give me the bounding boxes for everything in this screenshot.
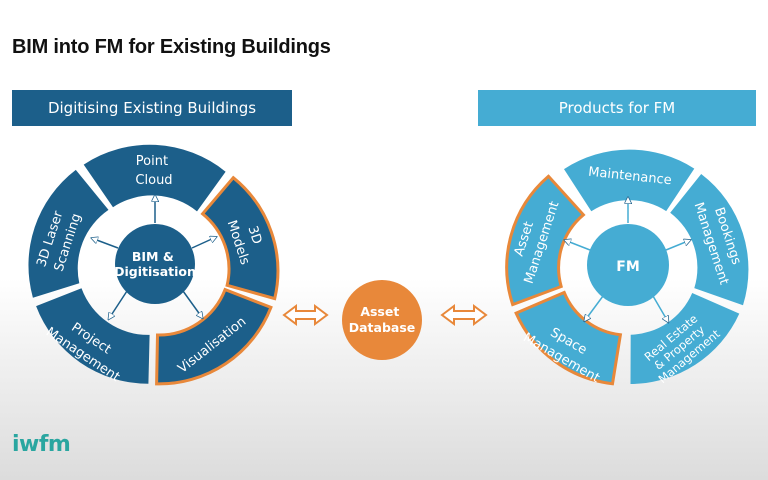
- right-hub: [587, 224, 669, 306]
- left-double-arrow: [282, 304, 329, 326]
- segment-space: [514, 290, 623, 386]
- center-connector: Asset Database: [282, 280, 488, 360]
- point-cloud-label: Point Cloud: [135, 154, 172, 188]
- left-hub-arrows: [94, 198, 214, 317]
- right-hub-arrows: [567, 200, 688, 320]
- iwfm-logo: iwfm: [12, 432, 71, 457]
- segment-project-management: [36, 288, 150, 384]
- asset-database-node: [342, 280, 422, 360]
- left-wheel: BIM & Digitisation Point Cloud 3D Models…: [28, 144, 280, 386]
- right-wheel: FM Maintenance Bookings Management Real …: [505, 149, 749, 386]
- slide-title: BIM into FM for Existing Buildings: [12, 36, 331, 58]
- segment-visualisation: [155, 287, 273, 386]
- segment-asset: [505, 174, 586, 307]
- segment-laser-scanning: [28, 169, 109, 298]
- right-hub-label: FM: [616, 259, 640, 275]
- left-hub: [115, 224, 195, 304]
- segment-point-cloud: [83, 144, 226, 212]
- left-panel-header: Digitising Existing Buildings: [12, 90, 292, 126]
- asset-database-label: Asset Database: [349, 304, 416, 335]
- right-double-arrow: [440, 304, 488, 326]
- segment-3d-models: [200, 175, 280, 301]
- right-panel-header: Products for FM: [478, 90, 756, 126]
- segment-real-estate: [630, 293, 740, 384]
- segment-bookings: [670, 174, 749, 306]
- left-hub-label: BIM & Digitisation: [114, 249, 196, 279]
- segment-maintenance: [564, 149, 695, 212]
